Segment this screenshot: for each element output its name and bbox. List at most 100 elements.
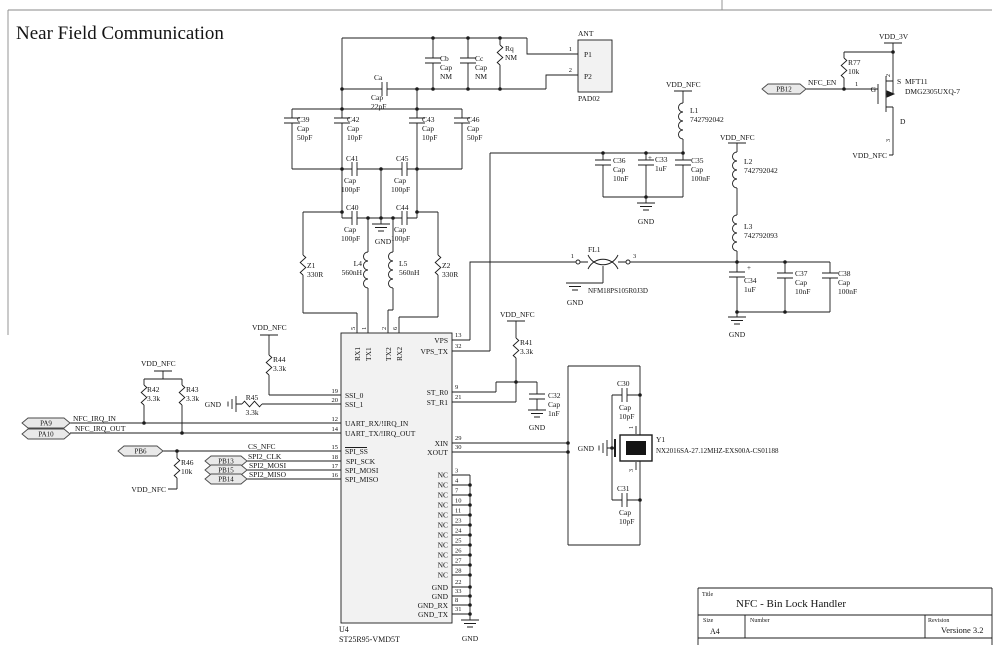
pin-number: 8 xyxy=(455,597,458,604)
pin-name-tx1: TX1 xyxy=(364,347,373,361)
pin-number: 1 xyxy=(629,426,635,429)
pin-number: 14 xyxy=(332,426,339,433)
pin-number: 13 xyxy=(455,332,462,339)
resistor-r43 xyxy=(178,384,186,406)
c46-type: Cap xyxy=(467,124,479,133)
l4-value: 560nH xyxy=(342,268,363,277)
ant-pad-label: PAD02 xyxy=(578,94,600,103)
y1-ref: Y1 xyxy=(656,435,665,444)
ant-connector-body xyxy=(577,39,613,93)
title-block-title-header: Title xyxy=(702,592,713,598)
c40-ref: C40 xyxy=(346,203,359,212)
c31-value: 10pF xyxy=(619,517,634,526)
net-vdd-nfc: VDD_NFC xyxy=(141,359,176,368)
net-cs-nfc: CS_NFC xyxy=(248,442,276,451)
net-vdd-nfc: VDD_NFC xyxy=(131,485,166,494)
power-filter-labels: FL1 1 3 GND NFM18PS105R0J3D VDD_NFC L1 7… xyxy=(567,80,857,339)
c41-ref: C41 xyxy=(346,154,359,163)
cc-ref: Cc xyxy=(475,54,484,63)
c38-value: 100nF xyxy=(838,287,857,296)
net-nfc-irq-out: NFC_IRQ_OUT xyxy=(75,424,126,433)
port-pa10-label: PA10 xyxy=(38,431,54,439)
pin-name-st-r0: ST_R0 xyxy=(427,388,449,397)
net-vdd-nfc: VDD_NFC xyxy=(252,323,287,332)
port-pb12 xyxy=(761,83,807,95)
c40-value: 100pF xyxy=(341,234,360,243)
resistor-r77 xyxy=(840,57,848,79)
pin-number: 3 xyxy=(886,139,892,142)
ic-ref: U4 xyxy=(339,625,349,634)
gnd-label: GND xyxy=(529,423,546,432)
ca-type: Cap xyxy=(371,93,383,102)
z2-ref: Z2 xyxy=(442,261,451,270)
capacitor-c32 xyxy=(528,393,546,400)
l1-ref: L1 xyxy=(690,106,699,115)
pin-number: 18 xyxy=(332,454,339,461)
net-spi2-miso: SPI2_MISO xyxy=(249,470,287,479)
capacitor-c36 xyxy=(594,159,612,166)
r41-value: 3.3k xyxy=(520,347,533,356)
pin-number: 3 xyxy=(455,468,458,475)
mosfet-gate-label: G xyxy=(871,85,877,94)
ground-symbol xyxy=(371,223,391,232)
pin-number: 6 xyxy=(392,326,399,330)
polarity-plus: + xyxy=(747,264,751,272)
capacitor-c44 xyxy=(401,210,408,226)
c43-value: 10pF xyxy=(422,133,437,142)
ant-p2-label: P2 xyxy=(584,72,592,81)
sheet-frame xyxy=(7,0,992,335)
pin-name-gnd-tx: GND_TX xyxy=(418,610,449,619)
ground-symbol xyxy=(727,316,747,325)
pin-name-ssi0: SSI_0 xyxy=(345,391,364,400)
cc-value: NM xyxy=(475,72,487,81)
pin-number: 30 xyxy=(455,444,462,451)
pin-number: 15 xyxy=(332,444,339,451)
pin-number: 12 xyxy=(332,416,339,423)
l3-ref: L3 xyxy=(744,222,753,231)
c42-ref: C42 xyxy=(347,115,360,124)
l5-value: 560nH xyxy=(399,268,420,277)
pin-name-nc: NC xyxy=(438,501,448,510)
c45-ref: C45 xyxy=(396,154,409,163)
resistor-z2 xyxy=(434,254,442,276)
pin-number: 19 xyxy=(332,388,339,395)
net-spi2-mosi: SPI2_MOSI xyxy=(249,461,287,470)
ground-symbol xyxy=(565,282,585,291)
wires-ic-right-stubs xyxy=(452,339,471,620)
pin-name-nc: NC xyxy=(438,491,448,500)
port-pa9-label: PA9 xyxy=(40,420,52,428)
title-block-title: NFC - Bin Lock Handler xyxy=(736,598,846,610)
capacitor-c38 xyxy=(821,272,839,279)
gnd-label: GND xyxy=(462,634,479,643)
net-nfc-irq-in: NFC_IRQ_IN xyxy=(73,414,117,423)
c42-value: 10pF xyxy=(347,133,362,142)
pin-name-nc: NC xyxy=(438,521,448,530)
ant-pin2-number: 2 xyxy=(569,67,572,74)
wires-vps-power xyxy=(452,91,831,352)
c31-type: Cap xyxy=(619,508,631,517)
net-vdd-nfc: VDD_NFC xyxy=(666,80,701,89)
ca-value: 22pF xyxy=(371,102,386,111)
c30-type: Cap xyxy=(619,403,631,412)
pin-name-spi-mosi: SPI_MOSI xyxy=(345,466,379,475)
sheet-title: Near Field Communication xyxy=(16,23,224,44)
c36-ref: C36 xyxy=(613,156,626,165)
title-block-revision: Versione 3.2 xyxy=(941,625,984,635)
mosfet-ref: MFT11 xyxy=(905,77,928,86)
fl1-pin1-circle xyxy=(575,259,581,265)
c43-type: Cap xyxy=(422,124,434,133)
pin-number: 11 xyxy=(455,508,461,515)
c33-value: 1uF xyxy=(655,164,667,173)
cb-type: Cap xyxy=(440,63,452,72)
c35-type: Cap xyxy=(691,165,703,174)
pin-number: 5 xyxy=(350,327,357,330)
port-pa10 xyxy=(21,428,71,440)
port-pb14-label: PB14 xyxy=(218,476,234,484)
resistor-r41 xyxy=(512,337,520,359)
pin-name-gnd: GND xyxy=(432,592,449,601)
ant-p1-label: P1 xyxy=(584,50,592,59)
title-block-number-header: Number xyxy=(750,618,770,624)
pin-name-ssi1: SSI_1 xyxy=(345,400,364,409)
c31-ref: C31 xyxy=(617,484,630,493)
